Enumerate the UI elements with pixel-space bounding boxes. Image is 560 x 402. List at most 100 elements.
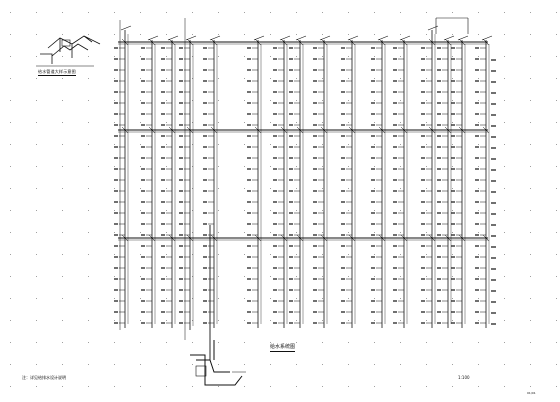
grid-dot xyxy=(426,34,427,35)
floor-tag xyxy=(371,278,375,280)
floor-tag xyxy=(371,190,375,192)
grid-dot xyxy=(62,144,63,145)
floor-tag xyxy=(141,124,145,126)
grid-dot xyxy=(10,320,11,321)
grid-dot xyxy=(244,166,245,167)
floor-tag xyxy=(179,124,183,126)
floor-tag xyxy=(451,311,455,313)
grid-dot xyxy=(244,122,245,123)
floor-tag xyxy=(371,212,375,214)
floor-tag xyxy=(437,289,441,291)
grid-dot xyxy=(478,78,479,79)
grid-dot xyxy=(62,188,63,189)
grid-dot xyxy=(270,34,271,35)
grid-dot xyxy=(140,188,141,189)
floor-tag xyxy=(393,256,397,258)
grid-dot xyxy=(62,210,63,211)
floor-tag xyxy=(141,190,145,192)
grid-dot xyxy=(192,188,193,189)
floor-tag xyxy=(491,312,496,314)
grid-dot xyxy=(556,34,557,35)
grid-dot xyxy=(322,12,323,13)
grid-dot xyxy=(426,12,427,13)
floor-tag xyxy=(371,91,375,93)
floor-tag xyxy=(475,256,479,258)
floor-tag xyxy=(114,201,118,203)
dot-grid xyxy=(10,12,557,387)
grid-dot xyxy=(218,12,219,13)
grid-dot xyxy=(36,254,37,255)
grid-dot xyxy=(374,320,375,321)
floor-tag xyxy=(114,168,118,170)
floor-tag xyxy=(203,47,207,49)
floor-tag xyxy=(437,58,441,60)
junction-mark xyxy=(428,234,436,242)
grid-dot xyxy=(400,100,401,101)
floor-tag xyxy=(451,91,455,93)
junction-mark xyxy=(148,234,156,242)
floor-tag xyxy=(437,80,441,82)
detail-pipes xyxy=(40,35,101,64)
floor-tag xyxy=(114,146,118,148)
floor-tag xyxy=(273,300,277,302)
floor-tag xyxy=(341,113,345,115)
floor-tag xyxy=(289,146,293,148)
supply-inlet-sketch xyxy=(190,340,246,386)
grid-dot xyxy=(36,100,37,101)
floor-tag xyxy=(179,91,183,93)
junction-mark xyxy=(400,126,408,134)
grid-dot xyxy=(296,276,297,277)
floor-tag xyxy=(273,58,277,60)
grid-dot xyxy=(530,34,531,35)
floor-tag xyxy=(421,223,425,225)
grid-dot xyxy=(114,364,115,365)
junction-mark xyxy=(482,234,490,242)
grid-dot xyxy=(114,320,115,321)
grid-dot xyxy=(62,12,63,13)
grid-dot xyxy=(114,254,115,255)
floor-tag xyxy=(141,113,145,115)
grid-dot xyxy=(556,232,557,233)
grid-dot xyxy=(452,12,453,13)
grid-dot xyxy=(140,56,141,57)
grid-dot xyxy=(62,78,63,79)
grid-dot xyxy=(452,364,453,365)
floor-tag xyxy=(179,256,183,258)
floor-tag xyxy=(114,300,118,302)
grid-dot xyxy=(166,210,167,211)
floor-tag xyxy=(341,267,345,269)
grid-dot xyxy=(556,166,557,167)
floor-tag xyxy=(203,289,207,291)
floor-tag xyxy=(114,322,118,324)
junction-mark xyxy=(296,234,304,242)
grid-dot xyxy=(166,100,167,101)
grid-dot xyxy=(322,188,323,189)
grid-dot xyxy=(10,276,11,277)
floor-tag xyxy=(313,102,317,104)
floor-tag xyxy=(421,256,425,258)
grid-dot xyxy=(504,144,505,145)
grid-dot xyxy=(400,166,401,167)
grid-dot xyxy=(270,166,271,167)
floor-tag xyxy=(437,278,441,280)
grid-dot xyxy=(166,232,167,233)
riser-top-stub xyxy=(120,25,132,31)
grid-dot xyxy=(140,386,141,387)
grid-dot xyxy=(192,342,193,343)
floor-tag xyxy=(313,168,317,170)
junction-mark xyxy=(348,126,356,134)
grid-dot xyxy=(426,276,427,277)
grid-dot xyxy=(166,342,167,343)
floor-tag xyxy=(179,168,183,170)
floor-tag xyxy=(247,234,251,236)
grid-dot xyxy=(452,210,453,211)
floor-tag xyxy=(289,47,293,49)
grid-dot xyxy=(244,232,245,233)
grid-dot xyxy=(192,386,193,387)
grid-dot xyxy=(88,188,89,189)
junction-mark xyxy=(210,126,218,134)
grid-dot xyxy=(192,210,193,211)
grid-dot xyxy=(218,342,219,343)
grid-dot xyxy=(556,56,557,57)
grid-dot xyxy=(140,232,141,233)
